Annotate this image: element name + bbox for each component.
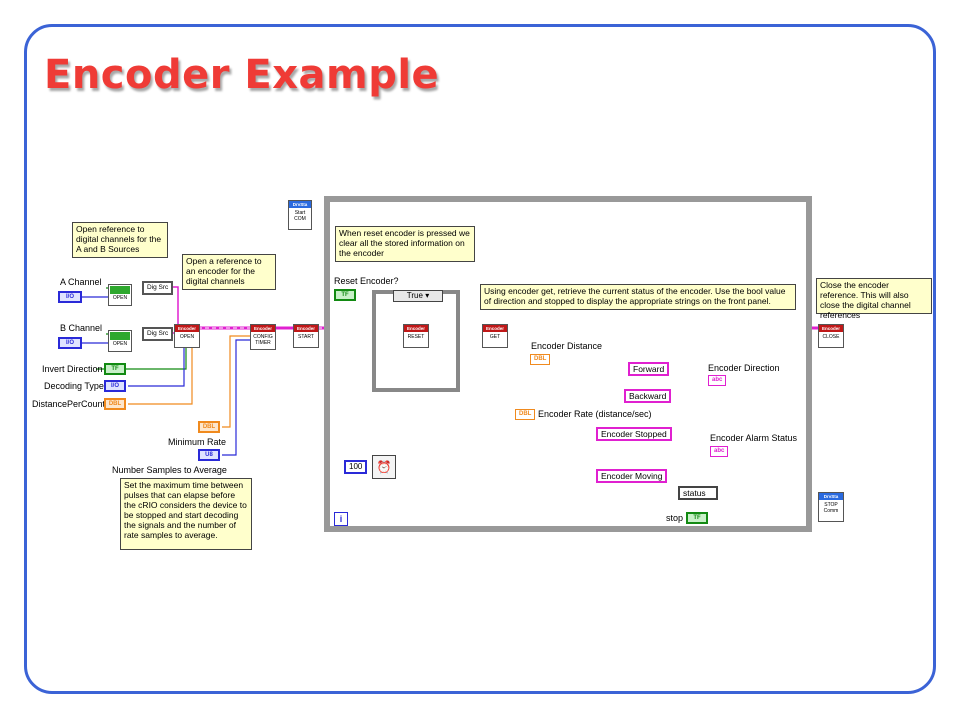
encoder-config-header: Encoder	[251, 325, 275, 332]
encoder-open-vi[interactable]: Encoder OPEN	[174, 324, 200, 348]
open-a-icon	[110, 286, 130, 294]
distance-per-count-control[interactable]: DBL	[104, 398, 126, 410]
case-selector[interactable]: True ▾	[393, 290, 443, 302]
encoder-close-header: Encoder	[819, 325, 843, 332]
open-a-label: OPEN	[112, 295, 128, 301]
dig-src-b[interactable]: Dig Src	[142, 327, 174, 341]
invert-direction-label: Invert Direction	[42, 364, 103, 374]
slide-title: Encoder Example	[44, 52, 440, 98]
stop-comm-label: STOP Comm	[823, 502, 839, 514]
encoder-reset-header: Encoder	[404, 325, 428, 332]
open-b-vi[interactable]: OPEN	[108, 330, 132, 352]
encoder-reset-label: RESET	[407, 334, 425, 340]
a-channel-label: A Channel	[60, 277, 102, 287]
minimum-rate-control[interactable]: U8	[198, 449, 220, 461]
note-reset: When reset encoder is pressed we clear a…	[335, 226, 475, 262]
encoder-moving-constant[interactable]: Encoder Moving	[596, 469, 668, 483]
encoder-direction-label: Encoder Direction	[708, 363, 780, 373]
dig-src-a[interactable]: Dig Src	[142, 281, 174, 295]
encoder-config-timer-vi[interactable]: Encoder CONFIG TIMER	[250, 324, 276, 350]
note-open-encoder: Open a reference to an encoder for the d…	[182, 254, 276, 290]
start-comm-header: DrvSta	[289, 201, 311, 208]
stop-comm-vi[interactable]: DrvSta STOP Comm	[818, 492, 844, 522]
distance-per-count-label: DistancePerCount	[32, 399, 106, 409]
encoder-stopped-constant[interactable]: Encoder Stopped	[596, 427, 672, 441]
decoding-type-control[interactable]: I/O	[104, 380, 126, 392]
encoder-alarm-status-indicator: abc	[710, 446, 729, 457]
a-channel-control[interactable]: I/O	[58, 291, 82, 303]
encoder-config-label: CONFIG TIMER	[253, 334, 273, 346]
max-time-control[interactable]: DBL	[198, 421, 220, 433]
open-b-icon	[110, 332, 130, 340]
stop-control[interactable]: TF	[686, 512, 708, 524]
b-channel-control[interactable]: I/O	[58, 337, 82, 349]
encoder-distance-indicator: DBL	[530, 354, 551, 365]
encoder-open-header: Encoder	[175, 325, 199, 332]
encoder-close-vi[interactable]: Encoder CLOSE	[818, 324, 844, 348]
encoder-get-label: GET	[489, 334, 501, 340]
b-channel-label: B Channel	[60, 323, 103, 333]
encoder-start-label: START	[298, 334, 314, 340]
start-comm-label: Start COM	[294, 210, 306, 222]
slide-frame	[24, 24, 936, 694]
encoder-get-vi[interactable]: Encoder GET	[482, 324, 508, 348]
encoder-rate-indicator: DBL	[515, 409, 536, 420]
note-encoder-get: Using encoder get, retrieve the current …	[480, 284, 796, 310]
open-b-label: OPEN	[112, 341, 128, 347]
stop-label: stop	[666, 513, 684, 523]
invert-direction-control[interactable]: TF	[104, 363, 126, 375]
open-a-vi[interactable]: OPEN	[108, 284, 132, 306]
encoder-start-header: Encoder	[294, 325, 318, 332]
reset-encoder-control[interactable]: TF	[334, 289, 356, 301]
start-comm-vi[interactable]: DrvSta Start COM	[288, 200, 312, 230]
note-open-reference: Open reference to digital channels for t…	[72, 222, 168, 258]
minimum-rate-label: Minimum Rate	[168, 437, 227, 447]
encoder-close-label: CLOSE	[822, 334, 840, 340]
loop-iteration-terminal: i	[334, 512, 348, 526]
encoder-direction-indicator: abc	[708, 375, 727, 386]
note-close: Close the encoder reference. This will a…	[816, 278, 932, 320]
reset-encoder-label: Reset Encoder?	[334, 276, 399, 286]
number-samples-label: Number Samples to Average	[112, 465, 227, 475]
decoding-type-label: Decoding Type	[44, 381, 104, 391]
encoder-alarm-status-label: Encoder Alarm Status	[710, 433, 798, 443]
stop-comm-header: DrvSta	[819, 493, 843, 500]
encoder-rate-label: Encoder Rate (distance/sec)	[538, 409, 652, 419]
case-dropdown-icon: ▾	[425, 291, 430, 300]
encoder-reset-vi[interactable]: Encoder RESET	[403, 324, 429, 348]
note-samples: Set the maximum time between pulses that…	[120, 478, 252, 550]
backward-constant[interactable]: Backward	[624, 389, 672, 403]
forward-constant[interactable]: Forward	[628, 362, 670, 376]
encoder-start-vi[interactable]: Encoder START	[293, 324, 319, 348]
unbundle-status[interactable]: status	[678, 486, 718, 500]
encoder-get-header: Encoder	[483, 325, 507, 332]
wait-ms-constant[interactable]: 100	[344, 460, 368, 474]
encoder-distance-label: Encoder Distance	[531, 341, 603, 351]
wait-timer-icon[interactable]: ⏰	[372, 455, 396, 479]
encoder-open-label: OPEN	[179, 334, 195, 340]
case-selector-value: True	[406, 291, 423, 300]
